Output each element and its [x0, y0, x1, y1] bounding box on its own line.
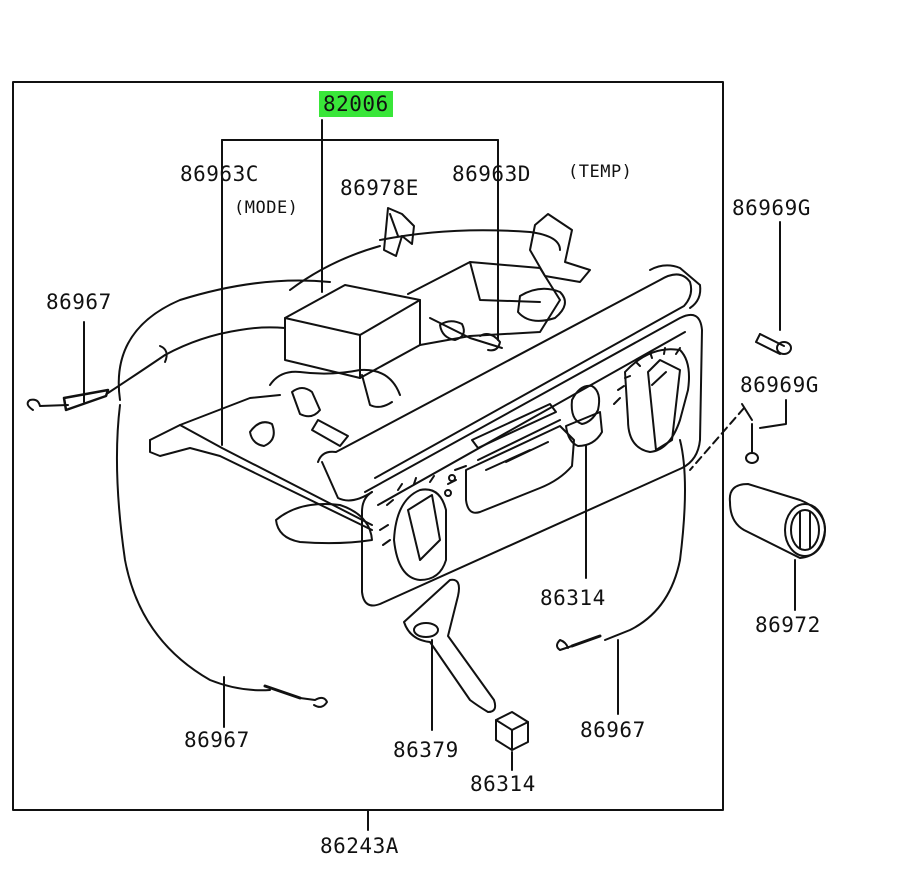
lever-part	[403, 578, 497, 731]
label-cable-mode: 86963C	[180, 162, 259, 186]
cable-bottom-right	[556, 439, 686, 715]
label-screw-mid: 86969G	[740, 373, 819, 397]
label-knob-center: 86314	[540, 586, 606, 610]
label-assembly: 82006	[319, 91, 393, 117]
screw-mid	[741, 399, 787, 464]
front-panel	[317, 264, 703, 607]
clip-part	[383, 207, 415, 257]
cable-bottom-left	[115, 404, 328, 728]
label-temp-note: (TEMP)	[568, 162, 633, 182]
label-cable-temp: 86963D	[452, 162, 531, 186]
cable-top	[379, 229, 561, 251]
screw-top	[755, 221, 792, 355]
label-panel: 86243A	[320, 834, 399, 858]
label-knob-bottom: 86314	[470, 772, 536, 796]
label-lever: 86379	[393, 738, 459, 762]
label-clip: 86978E	[340, 176, 419, 200]
cable-top-left	[289, 245, 381, 291]
label-lighter: 86972	[755, 613, 821, 637]
assembly-bracket	[221, 119, 499, 446]
label-screw-top: 86969G	[732, 196, 811, 220]
assembly-highlight: 82006	[319, 91, 393, 117]
label-cable-left: 86967	[46, 290, 112, 314]
cable-left	[26, 279, 331, 412]
control-housing	[149, 213, 591, 545]
knob-bottom	[495, 711, 529, 771]
label-cable-bottom-right: 86967	[580, 718, 646, 742]
label-cable-bottom-left: 86967	[184, 728, 250, 752]
lighter-part	[728, 483, 826, 611]
guide-line	[689, 407, 745, 471]
label-mode-note: (MODE)	[234, 198, 299, 218]
